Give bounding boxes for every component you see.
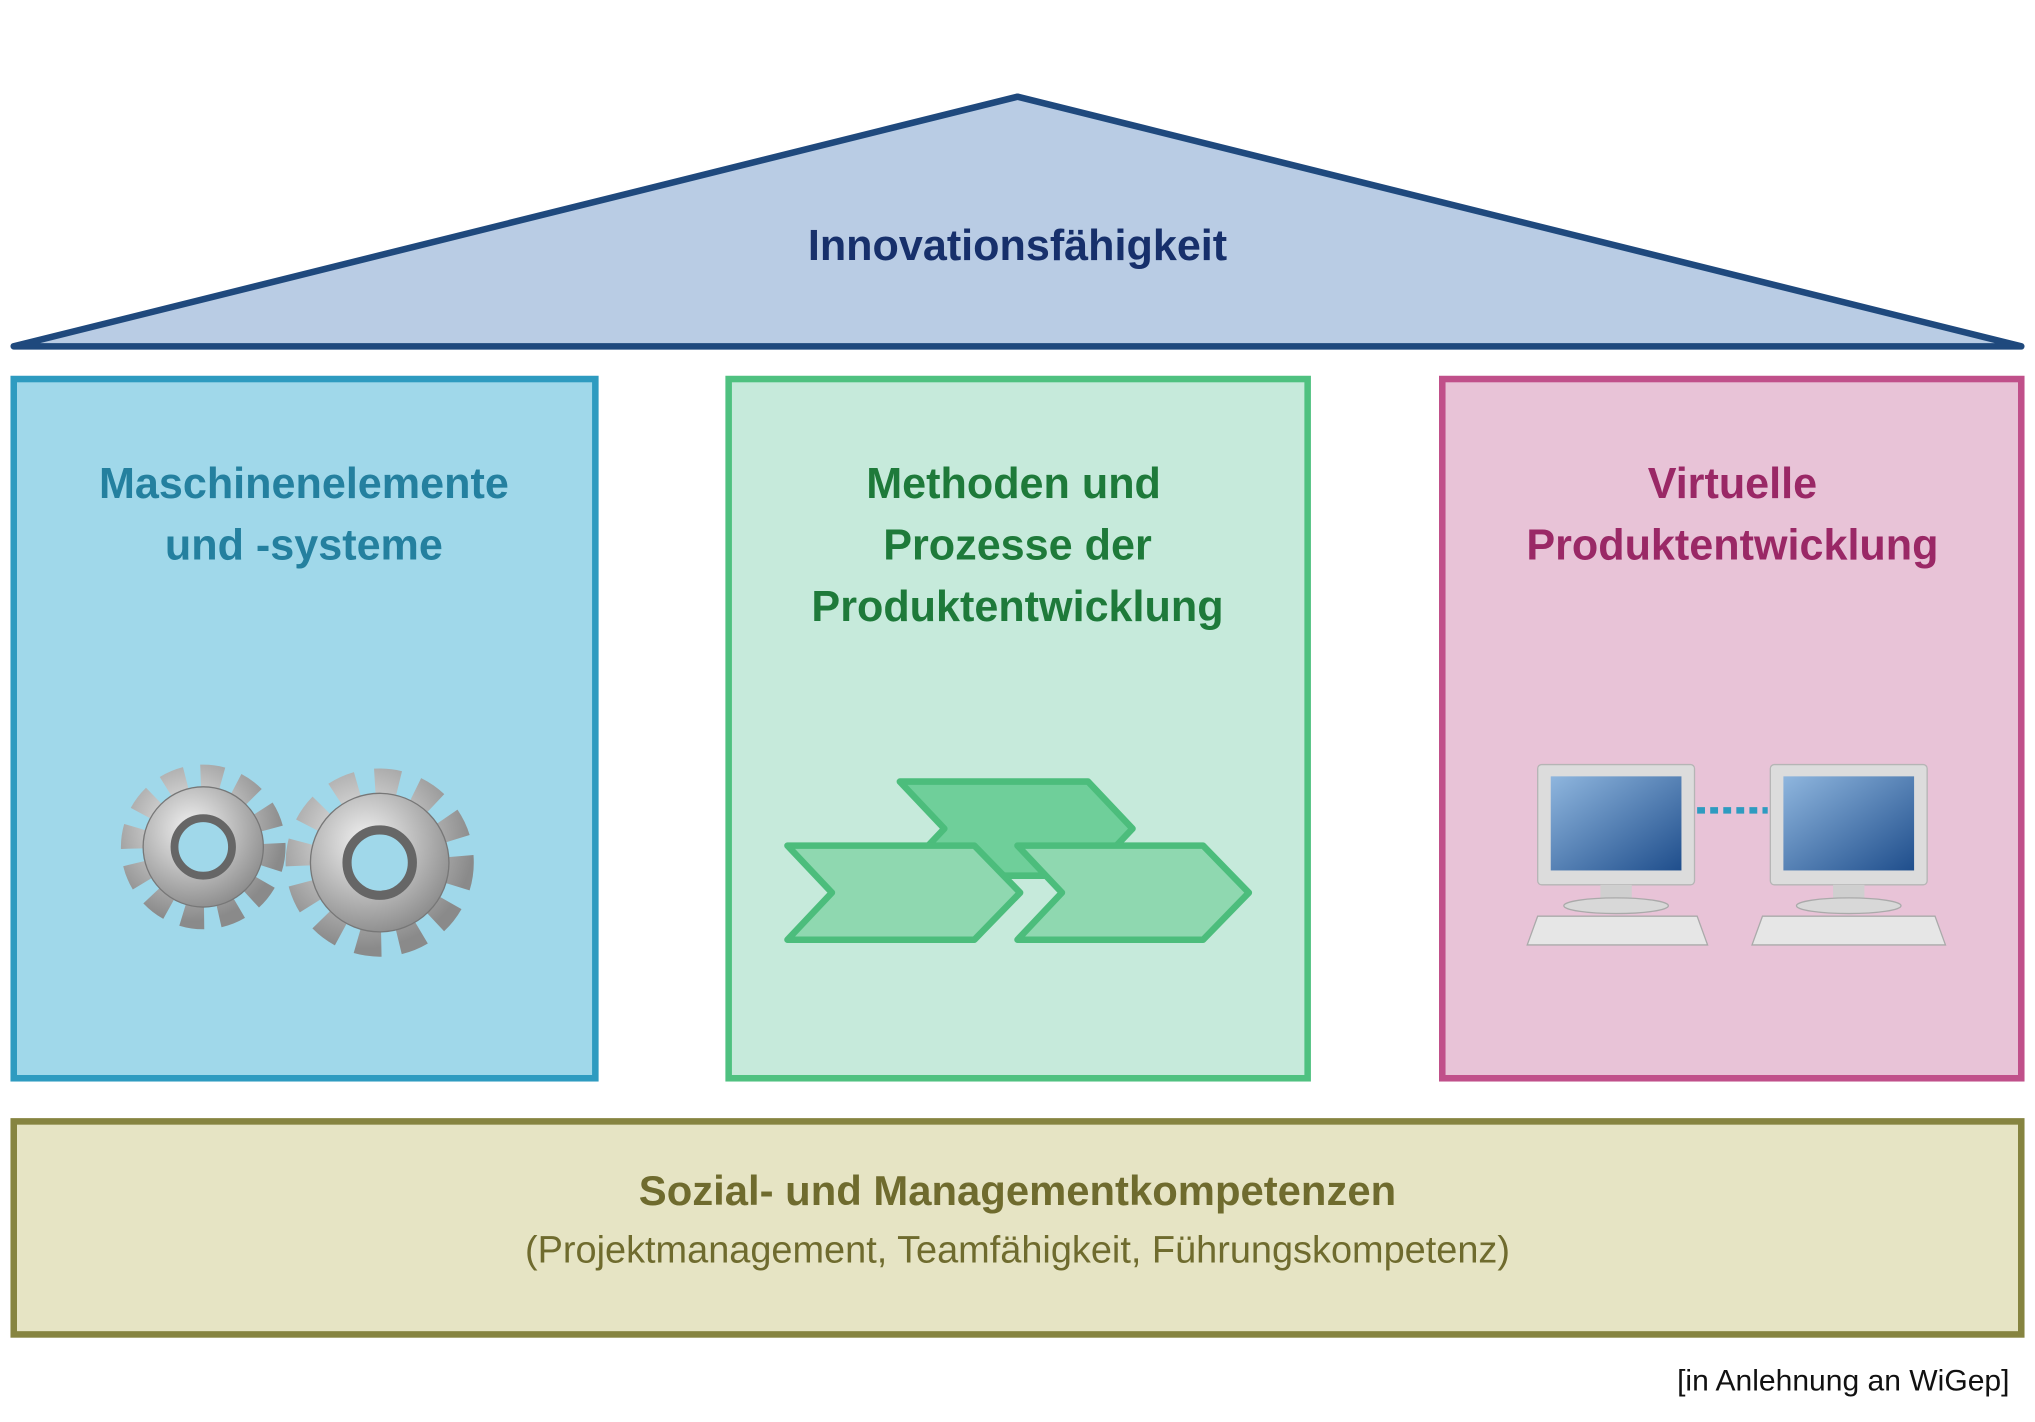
foundation: Sozial- und Managementkompetenzen (Proje…	[10, 1118, 2025, 1338]
process-chevrons-icon	[784, 778, 1253, 943]
foundation-title: Sozial- und Managementkompetenzen	[639, 1167, 1396, 1214]
roof-title: Innovationsfähigkeit	[808, 222, 1227, 270]
pillar-title-line: Methoden und	[866, 460, 1161, 508]
gears-icon	[120, 764, 474, 957]
pillar-title-line: Virtuelle	[1648, 460, 1817, 508]
pillar-virtual-development: Virtuelle Produktentwicklung	[1439, 375, 2025, 1082]
pillar-methods-processes: Methoden und Prozesse der Produktentwick…	[725, 375, 1311, 1082]
foundation-subtitle: (Projektmanagement, Teamfähigkeit, Führu…	[525, 1230, 1510, 1272]
pillar-title-line: und -systeme	[165, 521, 443, 569]
pillar-title-line: Produktentwicklung	[1526, 521, 1938, 569]
networked-computers-icon	[1526, 763, 1947, 946]
roof: Innovationsfähigkeit	[10, 93, 2025, 350]
pillar-title-line: Prozesse der	[883, 521, 1152, 569]
source-note: [in Anlehnung an WiGep]	[1677, 1365, 2009, 1398]
pillar-title-line: Produktentwicklung	[811, 583, 1223, 631]
pillar-title-line: Maschinenelemente	[99, 460, 509, 508]
pillar-machine-elements: Maschinenelemente und -systeme	[10, 375, 599, 1082]
